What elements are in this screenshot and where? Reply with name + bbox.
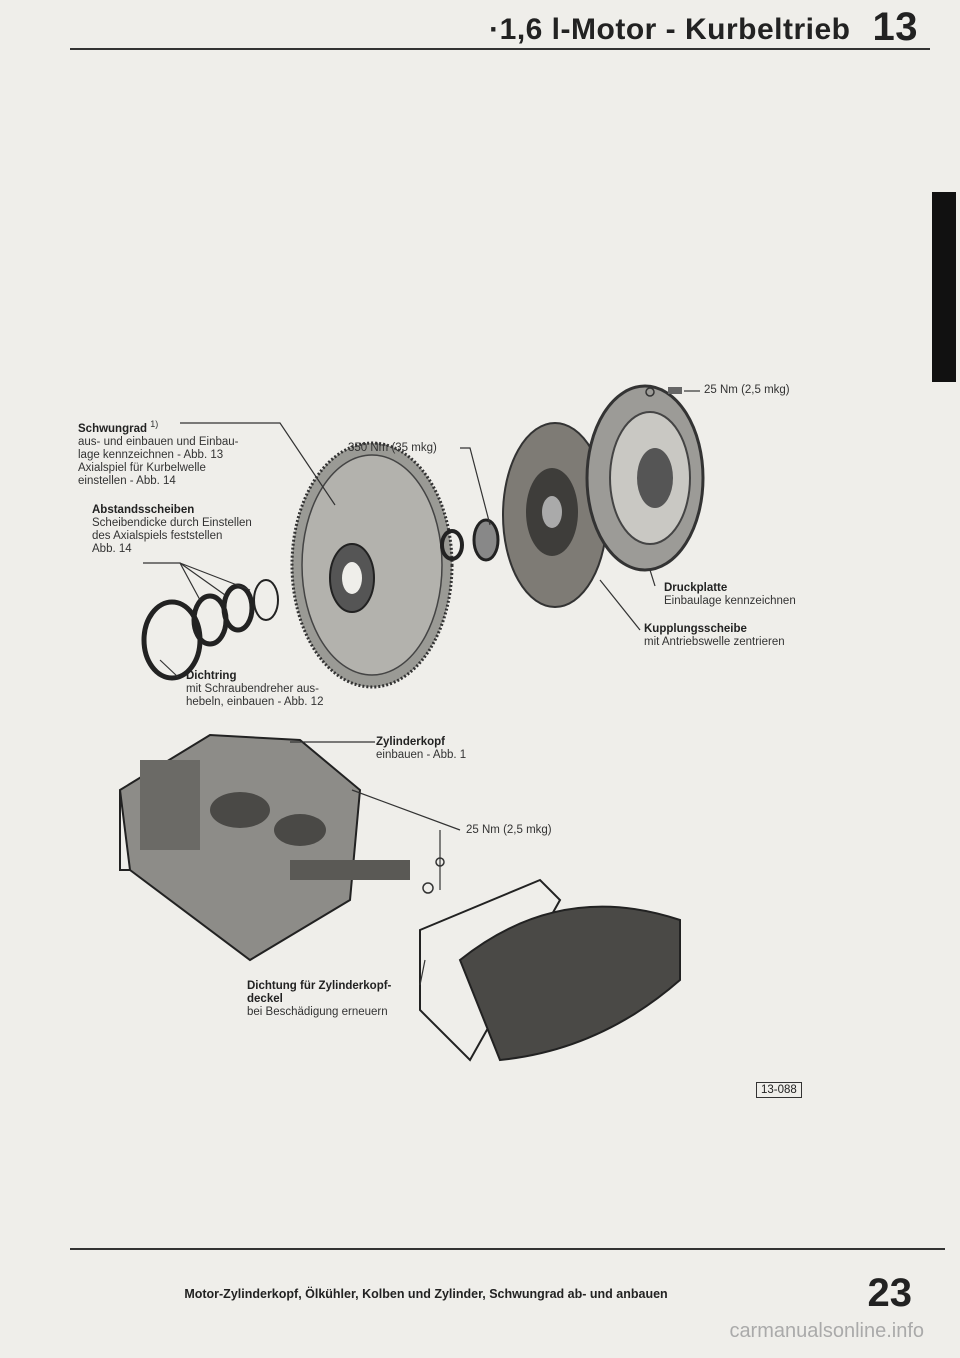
- cylinder-head-label: Zylinderkopf einbauen - Abb. 1: [376, 736, 466, 762]
- pressure-plate-label: Druckplatte Einbaulage kennzeichnen: [664, 582, 796, 608]
- seal-ring-title: Dichtring: [186, 670, 237, 682]
- gasket-title-2: deckel: [247, 993, 283, 1005]
- clutch-disc-line-1: mit Antriebswelle zentrieren: [644, 636, 785, 648]
- seal-ring-line-1: mit Schraubendreher aus-: [186, 683, 319, 695]
- header-rule: [70, 48, 930, 50]
- seal-ring-line-2: hebeln, einbauen - Abb. 12: [186, 696, 324, 708]
- clutch-disc-label: Kupplungsscheibe mit Antriebswelle zentr…: [644, 623, 785, 649]
- flywheel-bolt-torque: 350 Nm (35 mkg): [348, 442, 437, 454]
- gasket-title: Dichtung für Zylinderkopf-: [247, 980, 392, 992]
- flywheel-line-2: lage kennzeichnen - Abb. 13: [78, 448, 224, 461]
- spacer-line-3: Abb. 14: [92, 543, 132, 555]
- flywheel-line-1: aus- und einbauen und Einbau-: [78, 435, 239, 448]
- chapter-tab-marker: [932, 192, 956, 382]
- footer-rule: [70, 1248, 945, 1250]
- flywheel-line-3: Axialspiel für Kurbelwelle: [78, 461, 206, 474]
- spacer-label-title: Abstandsscheiben: [92, 504, 195, 516]
- pressure-plate-bolt-torque: 25 Nm (2,5 mkg): [704, 384, 790, 396]
- cylinder-head-title: Zylinderkopf: [376, 736, 446, 748]
- spacer-washers-label: Abstandsscheiben Scheibendicke durch Ein…: [92, 504, 252, 556]
- cylinder-head-line-1: einbauen - Abb. 1: [376, 749, 467, 761]
- seal-ring-label: Dichtring mit Schraubendreher aus- hebel…: [186, 670, 323, 709]
- valve-cover-drawing: [419, 878, 681, 1062]
- gasket-label: Dichtung für Zylinderkopf- deckel bei Be…: [247, 980, 391, 1019]
- flywheel-label: Schwungrad 1) aus- und einbauen und Einb…: [78, 418, 239, 488]
- title-text: ·1,6 l-Motor - Kurbeltrieb: [489, 13, 851, 46]
- figure-number: 13-088: [756, 1082, 802, 1098]
- gasket-line-1: bei Beschädigung erneuern: [247, 1006, 388, 1018]
- flywheel-drawing: [290, 441, 454, 689]
- page-title: ·1,6 l-Motor - Kurbeltrieb 13: [489, 4, 918, 49]
- spacer-line-2: des Axialspiels feststellen: [92, 530, 223, 542]
- cylinder-head-drawing: [118, 733, 410, 962]
- footer-text: Motor-Zylinderkopf, Ölkühler, Kolben und…: [184, 1287, 668, 1301]
- cylinder-head-nut-torque: 25 Nm (2,5 mkg): [466, 824, 552, 836]
- pressure-plate-drawing: [585, 384, 705, 572]
- leader-lines: [143, 390, 700, 986]
- clutch-disc-title: Kupplungsscheibe: [644, 623, 747, 635]
- page-number: 23: [867, 1271, 913, 1315]
- spacer-line-1: Scheibendicke durch Einstellen: [92, 517, 252, 529]
- flywheel-footnote-ref: 1): [150, 419, 159, 429]
- pressure-plate-line-1: Einbaulage kennzeichnen: [664, 595, 796, 607]
- pressure-plate-title: Druckplatte: [664, 582, 728, 594]
- flywheel-label-title: Schwungrad: [78, 422, 148, 435]
- chapter-number: 13: [872, 5, 918, 49]
- watermark: carmanualsonline.info: [729, 1320, 924, 1342]
- flywheel-line-4: einstellen - Abb. 14: [78, 474, 176, 487]
